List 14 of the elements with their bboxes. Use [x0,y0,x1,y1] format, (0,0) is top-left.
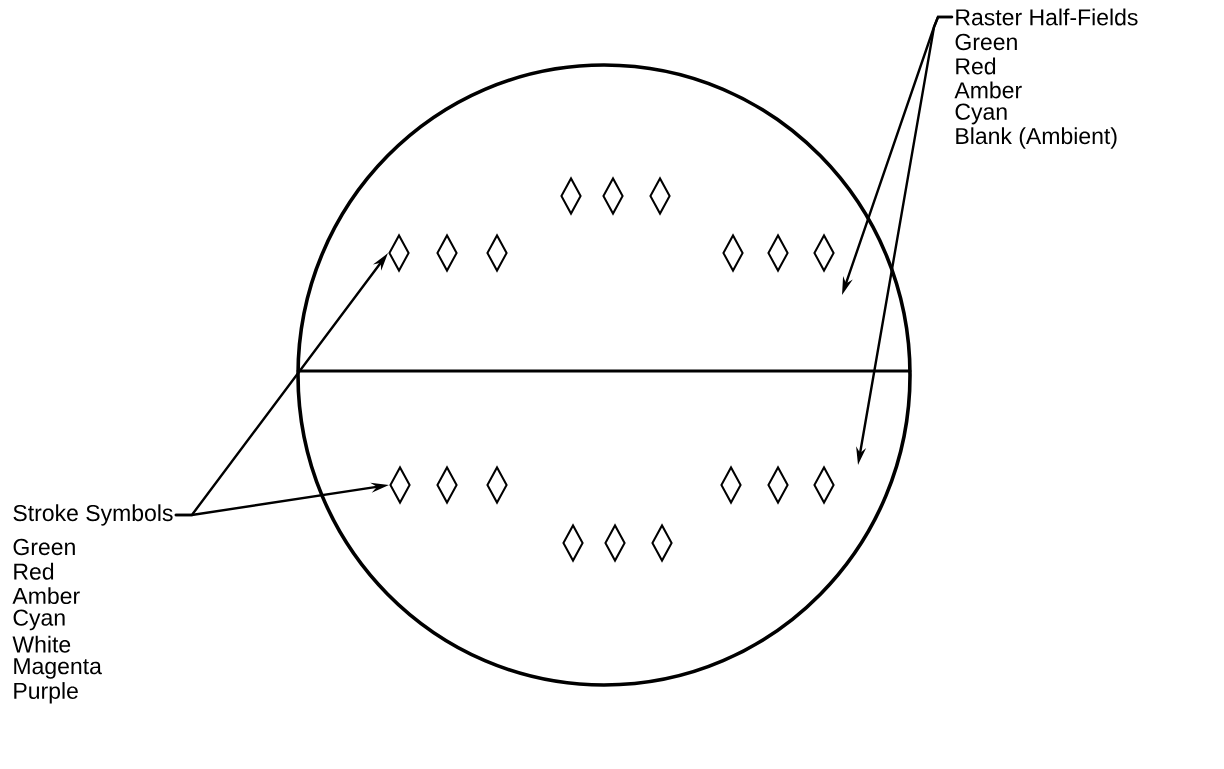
color-name: Amber [12,587,80,605]
color-name: Green [13,538,75,556]
color-name: Red [14,562,54,580]
color-name: Green [955,33,1017,51]
callout-text: Raster Half-Fields [956,8,1138,26]
color-name: Cyan [13,609,65,631]
color-name: Cyan [955,103,1007,125]
color-name: Red [956,57,996,75]
color-name: Purple [14,682,78,704]
color-name: Blank (Ambient) [956,127,1117,149]
color-name: Amber [954,81,1022,99]
color-name: Magenta [14,658,102,679]
color-name: White [12,635,71,653]
callout-text: Stroke Symbols [13,504,173,526]
